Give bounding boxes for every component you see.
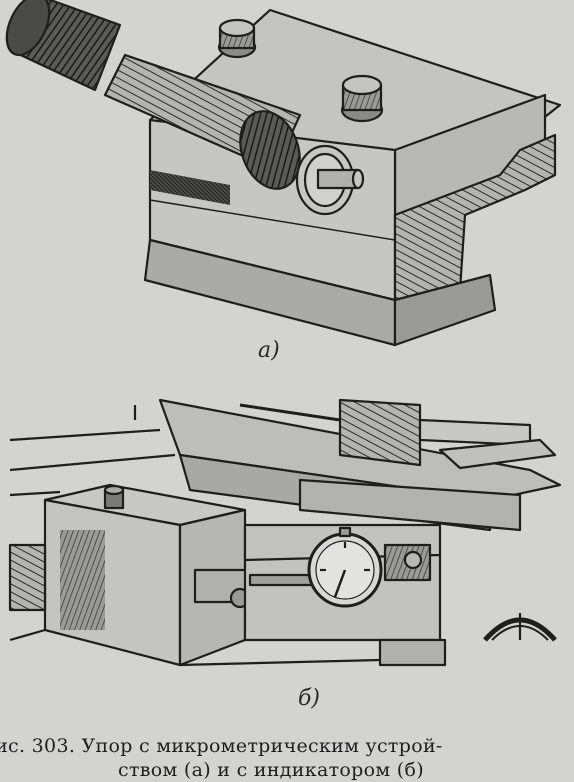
figure-caption-line-1: Рис. 303. Упор с микрометрическим устрой… [0,735,443,757]
figure-a-label: а) [258,338,280,363]
micrometer-stop-drawing [5,0,562,347]
figure-caption-line-2: ством (а) и с индикатором (б) [118,759,424,781]
indicator-stop-drawing [8,398,562,667]
figure-b-label: б) [298,686,321,711]
